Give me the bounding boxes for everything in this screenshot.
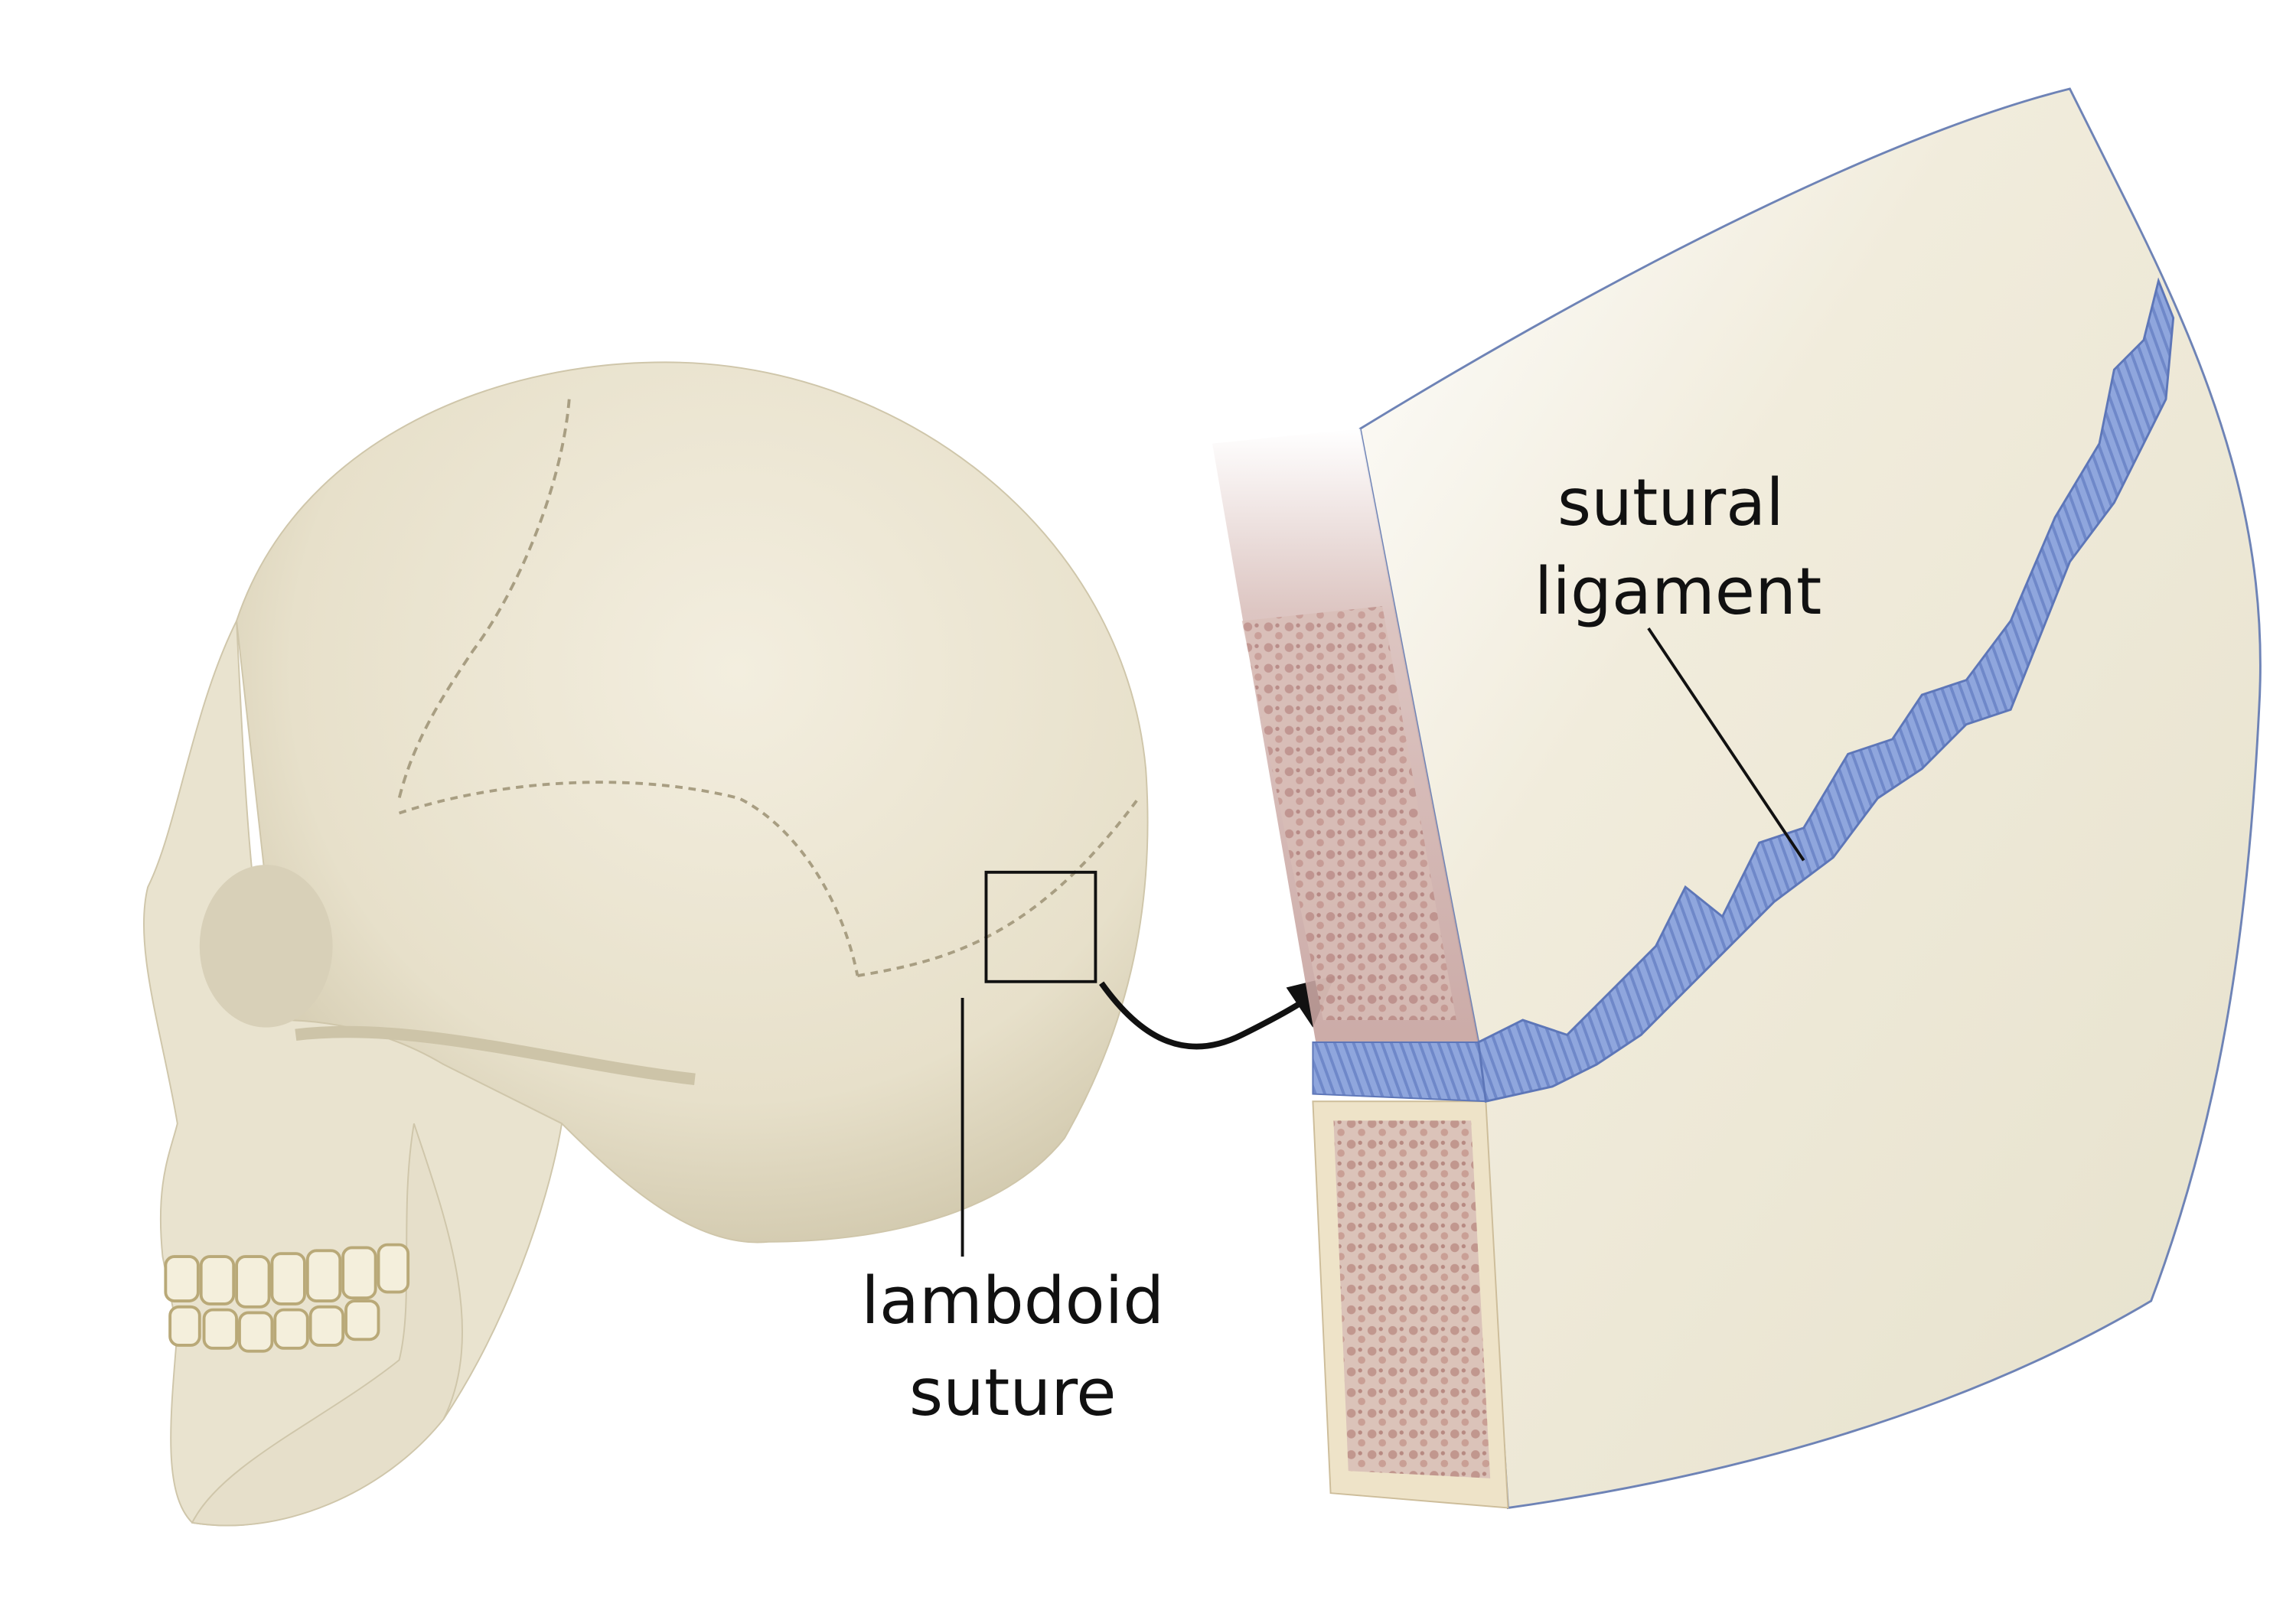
marrow-bottom (1333, 1120, 1491, 1478)
sutural-leader-line (1647, 627, 1805, 862)
marrow-top (1241, 606, 1456, 1021)
cranium (236, 361, 1149, 1244)
squamosal-suture (398, 781, 859, 976)
coronal-suture (397, 399, 571, 799)
mandible (191, 1123, 463, 1527)
label-suture: suture (909, 1355, 1117, 1431)
sutural-ligament-section (1312, 1041, 1487, 1103)
zygomatic-arch (295, 1025, 696, 1085)
bone-outer-surface (1358, 87, 2262, 1510)
skull-illustration (143, 361, 1149, 1527)
teeth (164, 1243, 410, 1353)
eye-orbit (199, 865, 333, 1028)
label-sutural: sutural (1557, 465, 1784, 541)
label-lambdoid: lambdoid (861, 1263, 1164, 1339)
magnified-bone-section (1212, 87, 2262, 1510)
magnify-arrow (1099, 981, 1310, 1050)
magnified-region-box (984, 870, 1097, 983)
sutural-ligament (1477, 277, 2175, 1103)
label-ligament: ligament (1534, 554, 1821, 630)
